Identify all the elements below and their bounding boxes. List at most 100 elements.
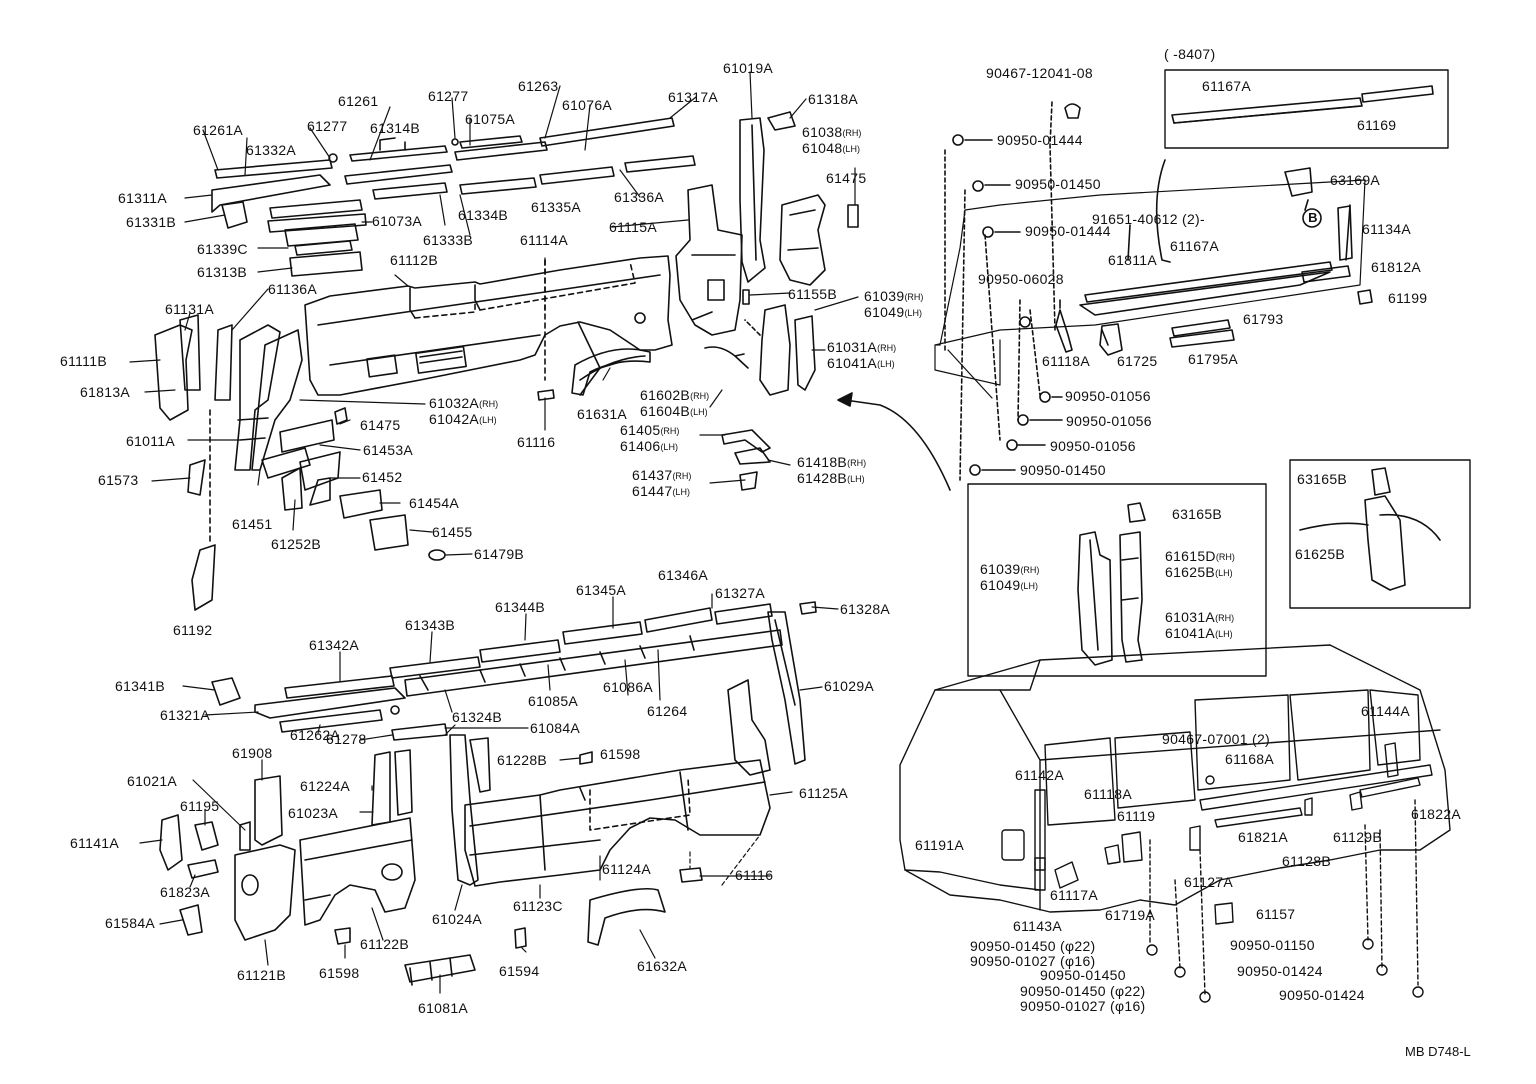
part-label[interactable]: 61191A <box>915 837 965 853</box>
part-label[interactable]: 61573 <box>98 472 139 488</box>
part-label[interactable]: 61598 <box>319 965 360 981</box>
part-label[interactable]: 61598 <box>600 746 641 762</box>
part-label[interactable]: 61314B <box>370 120 421 136</box>
part-label[interactable]: 61119 <box>1117 808 1156 824</box>
part-label[interactable]: 90467-07001 (2) <box>1162 731 1271 747</box>
part-label[interactable]: 61321A <box>160 707 211 723</box>
part-label[interactable]: 61168A <box>1225 751 1275 767</box>
part-label[interactable]: 61795A <box>1188 351 1239 367</box>
part-label-pair[interactable]: 61418B(RH) 61428B(LH) <box>797 454 867 486</box>
part-label[interactable]: 61454A <box>409 495 460 511</box>
part-label[interactable]: 61155B <box>788 286 838 302</box>
part-label[interactable]: 61453A <box>363 442 414 458</box>
part-label[interactable]: 61813A <box>80 384 131 400</box>
part-label-pair[interactable]: 61038(RH) 61048(LH) <box>802 124 862 156</box>
part-label[interactable]: 61625B <box>1295 546 1346 562</box>
part-label[interactable]: 61277 <box>428 88 469 104</box>
part-label[interactable]: 61324B <box>452 709 503 725</box>
part-label[interactable]: 90950-01444 <box>997 132 1083 148</box>
part-label[interactable]: 61264 <box>647 703 688 719</box>
part-label[interactable]: 90950-01424 <box>1237 963 1323 979</box>
part-label[interactable]: 61081A <box>418 1000 469 1016</box>
part-label[interactable]: 61311A <box>118 190 168 206</box>
part-label[interactable]: 90950-01444 <box>1025 223 1111 239</box>
part-label[interactable]: 61136A <box>268 281 318 297</box>
part-label-pair[interactable]: 90950-01450 (φ22) 90950-01027 (φ16) <box>970 938 1096 969</box>
part-label[interactable]: 61479B <box>474 546 525 562</box>
part-label[interactable]: 61262A <box>290 727 341 743</box>
part-label[interactable]: 61327A <box>715 585 766 601</box>
part-label[interactable]: 61313B <box>197 264 248 280</box>
part-label[interactable]: 61125A <box>799 785 849 801</box>
part-label[interactable]: 61124A <box>602 861 652 877</box>
part-label[interactable]: 90950-06028 <box>978 271 1064 287</box>
part-label[interactable]: 61118A <box>1042 353 1090 369</box>
part-label[interactable]: 91651-40612 (2)- <box>1092 211 1205 227</box>
part-label[interactable]: 61908 <box>232 745 273 761</box>
part-label[interactable]: 61199 <box>1388 290 1428 306</box>
part-label[interactable]: 61345A <box>576 582 627 598</box>
part-label[interactable]: 90950-01450 <box>1040 967 1126 983</box>
part-label[interactable]: 61224A <box>300 778 351 794</box>
part-label[interactable]: 61475 <box>826 170 867 186</box>
part-label[interactable]: 61167A <box>1202 78 1252 94</box>
part-label-pair[interactable]: 61032A(RH) 61042A(LH) <box>429 395 499 427</box>
part-label[interactable]: 90950-01056 <box>1066 413 1152 429</box>
part-label[interactable]: 61822A <box>1411 806 1462 822</box>
part-label[interactable]: 61725 <box>1117 353 1158 369</box>
part-label[interactable]: 61252B <box>271 536 322 552</box>
part-label[interactable]: 61346A <box>658 567 709 583</box>
part-label[interactable]: 61344B <box>495 599 546 615</box>
part-label[interactable]: 61335A <box>531 199 582 215</box>
part-label[interactable]: 61169 <box>1357 117 1397 133</box>
part-label[interactable]: 61451 <box>232 516 273 532</box>
part-label-pair[interactable]: 61039(RH) 61049(LH) <box>864 288 924 320</box>
part-label-pair[interactable]: 90950-01450 (φ22) 90950-01027 (φ16) <box>1020 983 1146 1014</box>
part-label[interactable]: 61115A <box>609 219 657 235</box>
part-label-pair[interactable]: 61039(RH) 61049(LH) <box>980 561 1040 593</box>
part-label[interactable]: 61278 <box>326 731 367 747</box>
part-label[interactable]: 61336A <box>614 189 665 205</box>
part-label[interactable]: 90467-12041-08 <box>986 65 1093 81</box>
part-label[interactable]: 61793 <box>1243 311 1284 327</box>
part-label[interactable]: 90950-01424 <box>1279 987 1365 1003</box>
part-label[interactable]: 61339C <box>197 241 248 257</box>
part-label[interactable]: 61584A <box>105 915 156 931</box>
part-label[interactable]: 61328A <box>840 601 891 617</box>
part-label-pair[interactable]: 61405(RH) 61406(LH) <box>620 422 680 454</box>
part-label-pair[interactable]: 61602B(RH) 61604B(LH) <box>640 387 710 419</box>
part-label[interactable]: 61331B <box>126 214 177 230</box>
part-label[interactable]: 61719A <box>1105 907 1156 923</box>
part-label[interactable]: 61116 <box>735 867 774 883</box>
part-label[interactable]: 90950-01150 <box>1230 937 1315 953</box>
part-label-pair[interactable]: 61437(RH) 61447(LH) <box>632 467 692 499</box>
part-label[interactable]: 61333B <box>423 232 474 248</box>
part-label[interactable]: 61343B <box>405 617 456 633</box>
part-label[interactable]: 90950-01056 <box>1050 438 1136 454</box>
part-label[interactable]: 61821A <box>1238 829 1289 845</box>
part-label[interactable]: 61228B <box>497 752 548 768</box>
part-label[interactable]: 61143A <box>1013 918 1063 934</box>
part-label[interactable]: 61021A <box>127 773 178 789</box>
part-label[interactable]: 61811A <box>1108 252 1158 268</box>
part-label-pair[interactable]: 61615D(RH) 61625B(LH) <box>1165 548 1235 580</box>
part-label[interactable]: 61075A <box>465 111 516 127</box>
part-label[interactable]: 61195 <box>180 798 220 814</box>
part-label[interactable]: 61192 <box>173 622 213 638</box>
part-label[interactable]: 63169A <box>1330 172 1381 188</box>
part-label[interactable]: 61086A <box>603 679 654 695</box>
part-label[interactable]: 61632A <box>637 958 688 974</box>
part-label[interactable]: 61023A <box>288 805 339 821</box>
part-label[interactable]: 61128B <box>1282 853 1332 869</box>
part-label[interactable]: 61123C <box>513 898 563 914</box>
part-label[interactable]: 61085A <box>528 693 579 709</box>
part-label[interactable]: 90950-01056 <box>1065 388 1151 404</box>
part-label[interactable]: 61261 <box>338 93 379 109</box>
part-label[interactable]: 61134A <box>1362 221 1412 237</box>
part-label[interactable]: 61111B <box>60 353 107 369</box>
part-label[interactable]: 61594 <box>499 963 540 979</box>
part-label[interactable]: 61076A <box>562 97 613 113</box>
part-label[interactable]: 61334B <box>458 207 509 223</box>
part-label[interactable]: 61121B <box>237 967 287 983</box>
part-label[interactable]: 61122B <box>360 936 410 952</box>
